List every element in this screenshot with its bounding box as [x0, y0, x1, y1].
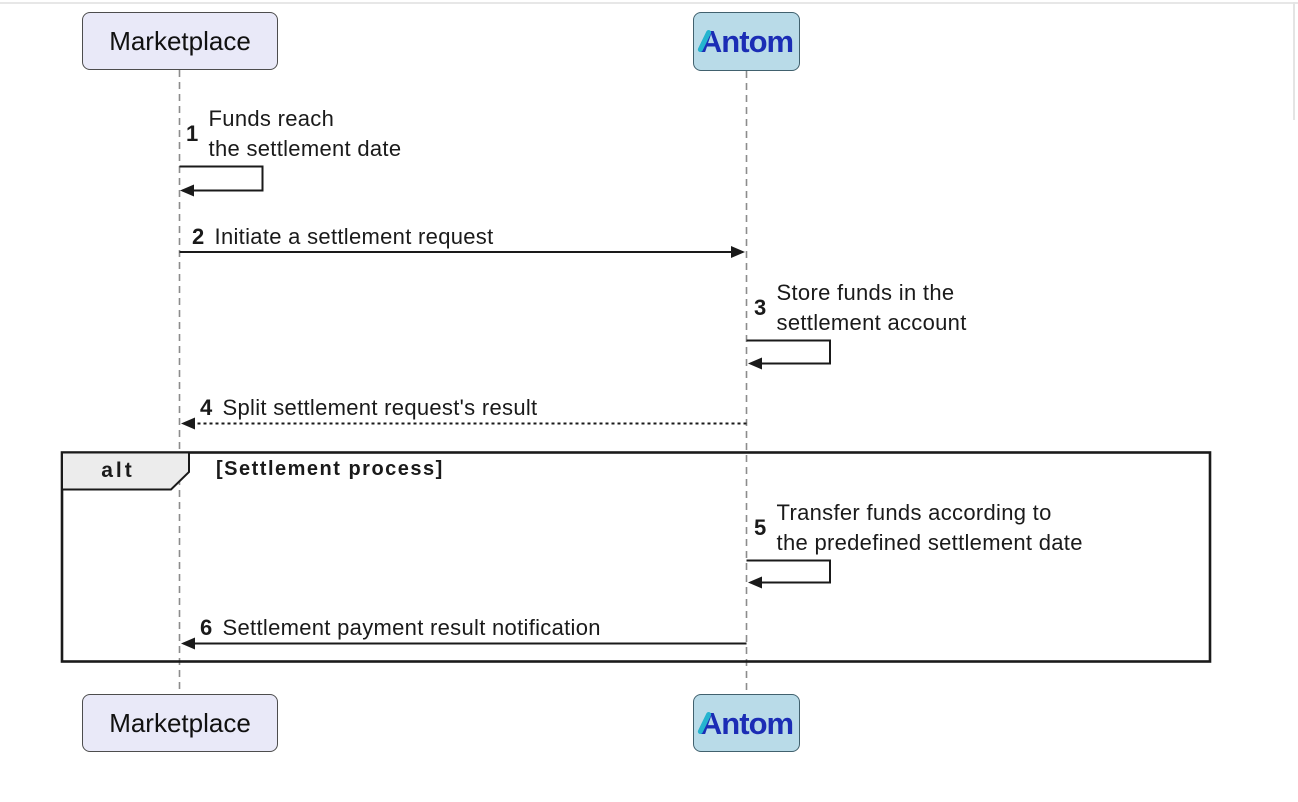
actor-marketplace-label: Marketplace: [109, 25, 251, 56]
message-2: 2 Initiate a settlement request: [192, 222, 494, 252]
actor-antom-bottom: Antom: [693, 694, 800, 752]
message-3-number: 3: [754, 295, 767, 320]
actor-marketplace-top: Marketplace: [82, 12, 278, 70]
actor-antom-top: Antom: [693, 12, 800, 71]
message-1: 1 Funds reach the settlement date: [186, 104, 401, 164]
antom-logo: Antom: [696, 705, 794, 741]
message-2-number: 2: [192, 224, 205, 249]
message-4: 4 Split settlement request's result: [200, 393, 537, 423]
message-5-number: 5: [754, 515, 767, 540]
page-right-border: [1293, 2, 1295, 120]
message-5-text-line2: the predefined settlement date: [776, 530, 1083, 555]
message-5: 5 Transfer funds according to the predef…: [754, 498, 1083, 558]
alt-operator-label: alt: [101, 458, 135, 482]
message-3-self-arrow: [746, 339, 831, 370]
message-3: 3 Store funds in the settlement account: [754, 278, 967, 338]
antom-logo-text: Antom: [699, 705, 794, 741]
page-top-border: [0, 2, 1298, 4]
message-1-text-line2: the settlement date: [208, 136, 402, 161]
actor-marketplace-bottom: Marketplace: [82, 694, 278, 752]
message-4-number: 4: [200, 395, 213, 420]
message-3-text-line1: Store funds in the: [776, 280, 955, 305]
alt-label-pentagon: [61, 451, 190, 491]
antom-logo-text: Antom: [699, 24, 794, 59]
message-4-text: Split settlement request's result: [222, 395, 538, 420]
message-5-text-line1: Transfer funds according to: [776, 500, 1052, 525]
alt-condition-label: [Settlement process]: [216, 458, 444, 480]
message-5-self-arrow: [746, 559, 831, 589]
message-2-text: Initiate a settlement request: [214, 224, 494, 249]
actor-marketplace-label: Marketplace: [109, 707, 251, 738]
antom-logo: Antom: [696, 24, 794, 59]
message-3-text-line2: settlement account: [776, 310, 967, 335]
message-6-number: 6: [200, 615, 213, 640]
message-1-number: 1: [186, 121, 199, 146]
message-6: 6 Settlement payment result notification: [200, 613, 601, 643]
message-1-text-line1: Funds reach: [208, 106, 335, 131]
message-6-text: Settlement payment result notification: [222, 615, 601, 640]
alt-frame: [60, 451, 1212, 663]
message-1-self-arrow: [179, 165, 264, 197]
